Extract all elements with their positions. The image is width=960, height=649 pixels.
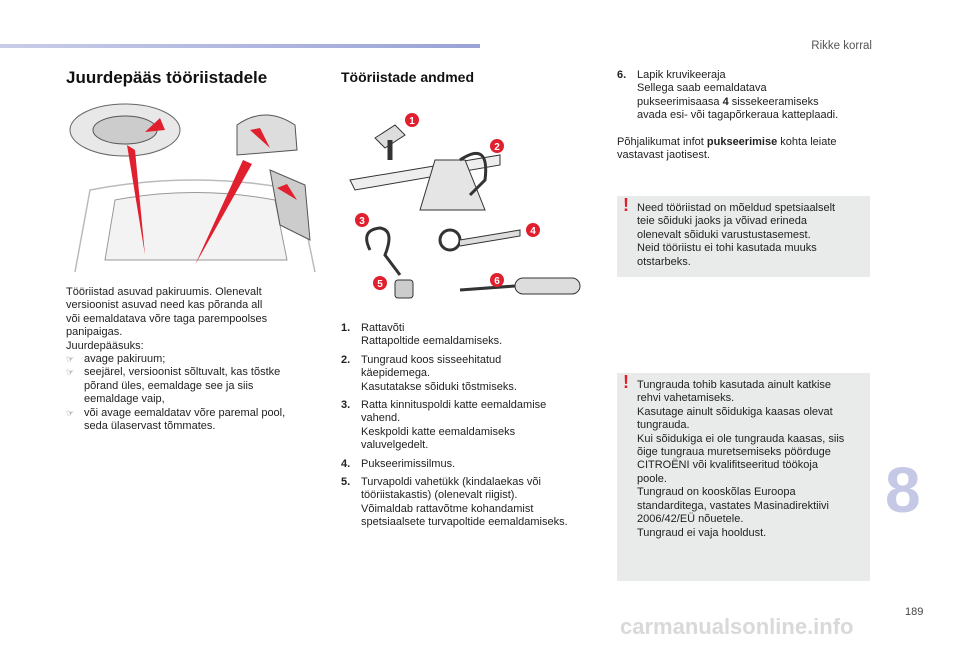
item-number: 5. — [341, 476, 351, 489]
pointing-hand-icon: ☞ — [66, 407, 75, 418]
item-number: 4. — [341, 457, 351, 470]
item-text: Ratta kinnituspoldi katte eemaldamise — [361, 399, 547, 412]
bullet-item: ☞ või avage eemaldatav võre paremal pool,… — [66, 407, 322, 434]
callout-3: 3 — [359, 216, 365, 227]
section-title: Rikke korral — [811, 40, 872, 52]
item-number: 2. — [341, 353, 351, 366]
intro-line: Juurdepääsuks: — [66, 339, 144, 352]
item-text: Kasutatakse sõiduki tõstmiseks. — [361, 380, 517, 393]
pointing-hand-icon: ☞ — [66, 367, 75, 378]
tool-item: 6. Lapik kruvikeeraja Sellega saab eemal… — [617, 69, 872, 123]
item-text: Lapik kruvikeeraja — [637, 69, 726, 81]
bullet-text: eemaldage vaip, — [84, 393, 165, 406]
callout-4: 4 — [530, 226, 536, 237]
pointing-hand-icon: ☞ — [66, 354, 75, 365]
tool-item: 4. Pukseerimissilmus. — [341, 458, 603, 471]
trunk-illustration — [65, 100, 323, 272]
bullet-text: või avage eemaldatav võre paremal pool, — [84, 406, 286, 419]
item-text: Rattavõti — [361, 322, 405, 334]
item-text: tööriistakastis) (olenevalt riigist). — [361, 489, 518, 502]
item-text: Rattapoltide eemaldamiseks. — [361, 335, 503, 348]
left-title: Juurdepääs tööriistadele — [66, 68, 268, 87]
callout-5: 5 — [377, 279, 383, 290]
item-number: 3. — [341, 399, 351, 412]
item-text: Tungraud koos sisseehitatud — [361, 353, 502, 366]
warning-icon: ! — [623, 372, 629, 393]
item-text: valuvelgedelt. — [361, 439, 429, 452]
bullet-text: seda ülaservast tõmmates. — [84, 420, 216, 433]
item-text: Võimaldab rattavõtme kohandamist — [361, 502, 534, 515]
callout-2: 2 — [494, 142, 500, 153]
intro-line: panipaigas. — [66, 326, 123, 339]
item-text: Turvapoldi vahetükk (kindalaekas või — [361, 476, 541, 489]
item-number: 1. — [341, 322, 351, 334]
callout-6: 6 — [494, 276, 500, 287]
chapter-tab: 8 — [885, 454, 921, 526]
item-text: avada esi- või tagapõrkeraua katteplaadi… — [637, 109, 839, 122]
intro-line: või eemaldatava võre taga parempoolses — [66, 312, 268, 325]
item-text: Keskpoldi katte eemaldamiseks — [361, 425, 516, 438]
warning-box-tools: ! Need tööriistad on mõeldud spetsiaalse… — [617, 195, 870, 278]
bullet-item: ☞ seejärel, versioonist sõltuvalt, kas tõ… — [66, 366, 322, 406]
warning-box-jack: ! Tungrauda tohib kasutada ainult katkis… — [617, 372, 870, 582]
warning-icon: ! — [623, 195, 629, 215]
item-text: Pukseerimissilmus. — [361, 457, 456, 470]
intro-line: Tööriistad asuvad pakiruumis. Olenevalt — [66, 286, 262, 298]
item-text: Sellega saab eemaldatava — [637, 82, 767, 95]
item-text: käepidemega. — [361, 367, 431, 380]
middle-title: Tööriistade andmed — [341, 69, 475, 85]
item-number: 6. — [617, 69, 627, 81]
tools-illustration: 1 2 3 4 5 6 — [349, 113, 581, 299]
callout-1: 1 — [409, 116, 415, 127]
watermark: carmanualsonline.info — [620, 614, 854, 639]
towing-info: Põhjalikumat infot pukseerimise kohta le… — [617, 135, 837, 162]
page-number: 189 — [905, 606, 924, 618]
bullet-text: põrand üles, eemaldage see ja siis — [84, 379, 254, 392]
bullet-item: ☞ avage pakiruum; — [66, 353, 322, 366]
bullet-text: avage pakiruum; — [84, 353, 166, 366]
item-text: spetsiaalsete turvapoltide eemaldamiseks… — [361, 516, 568, 529]
item-text: pukseerimisaasa 4 sissekeeramiseks — [637, 95, 819, 108]
intro-line: versioonist asuvad need kas põranda all — [66, 299, 263, 312]
item-text: vahend. — [361, 412, 401, 425]
bullet-text: seejärel, versioonist sõltuvalt, kas tõs… — [84, 366, 281, 379]
header-bar — [0, 44, 480, 48]
